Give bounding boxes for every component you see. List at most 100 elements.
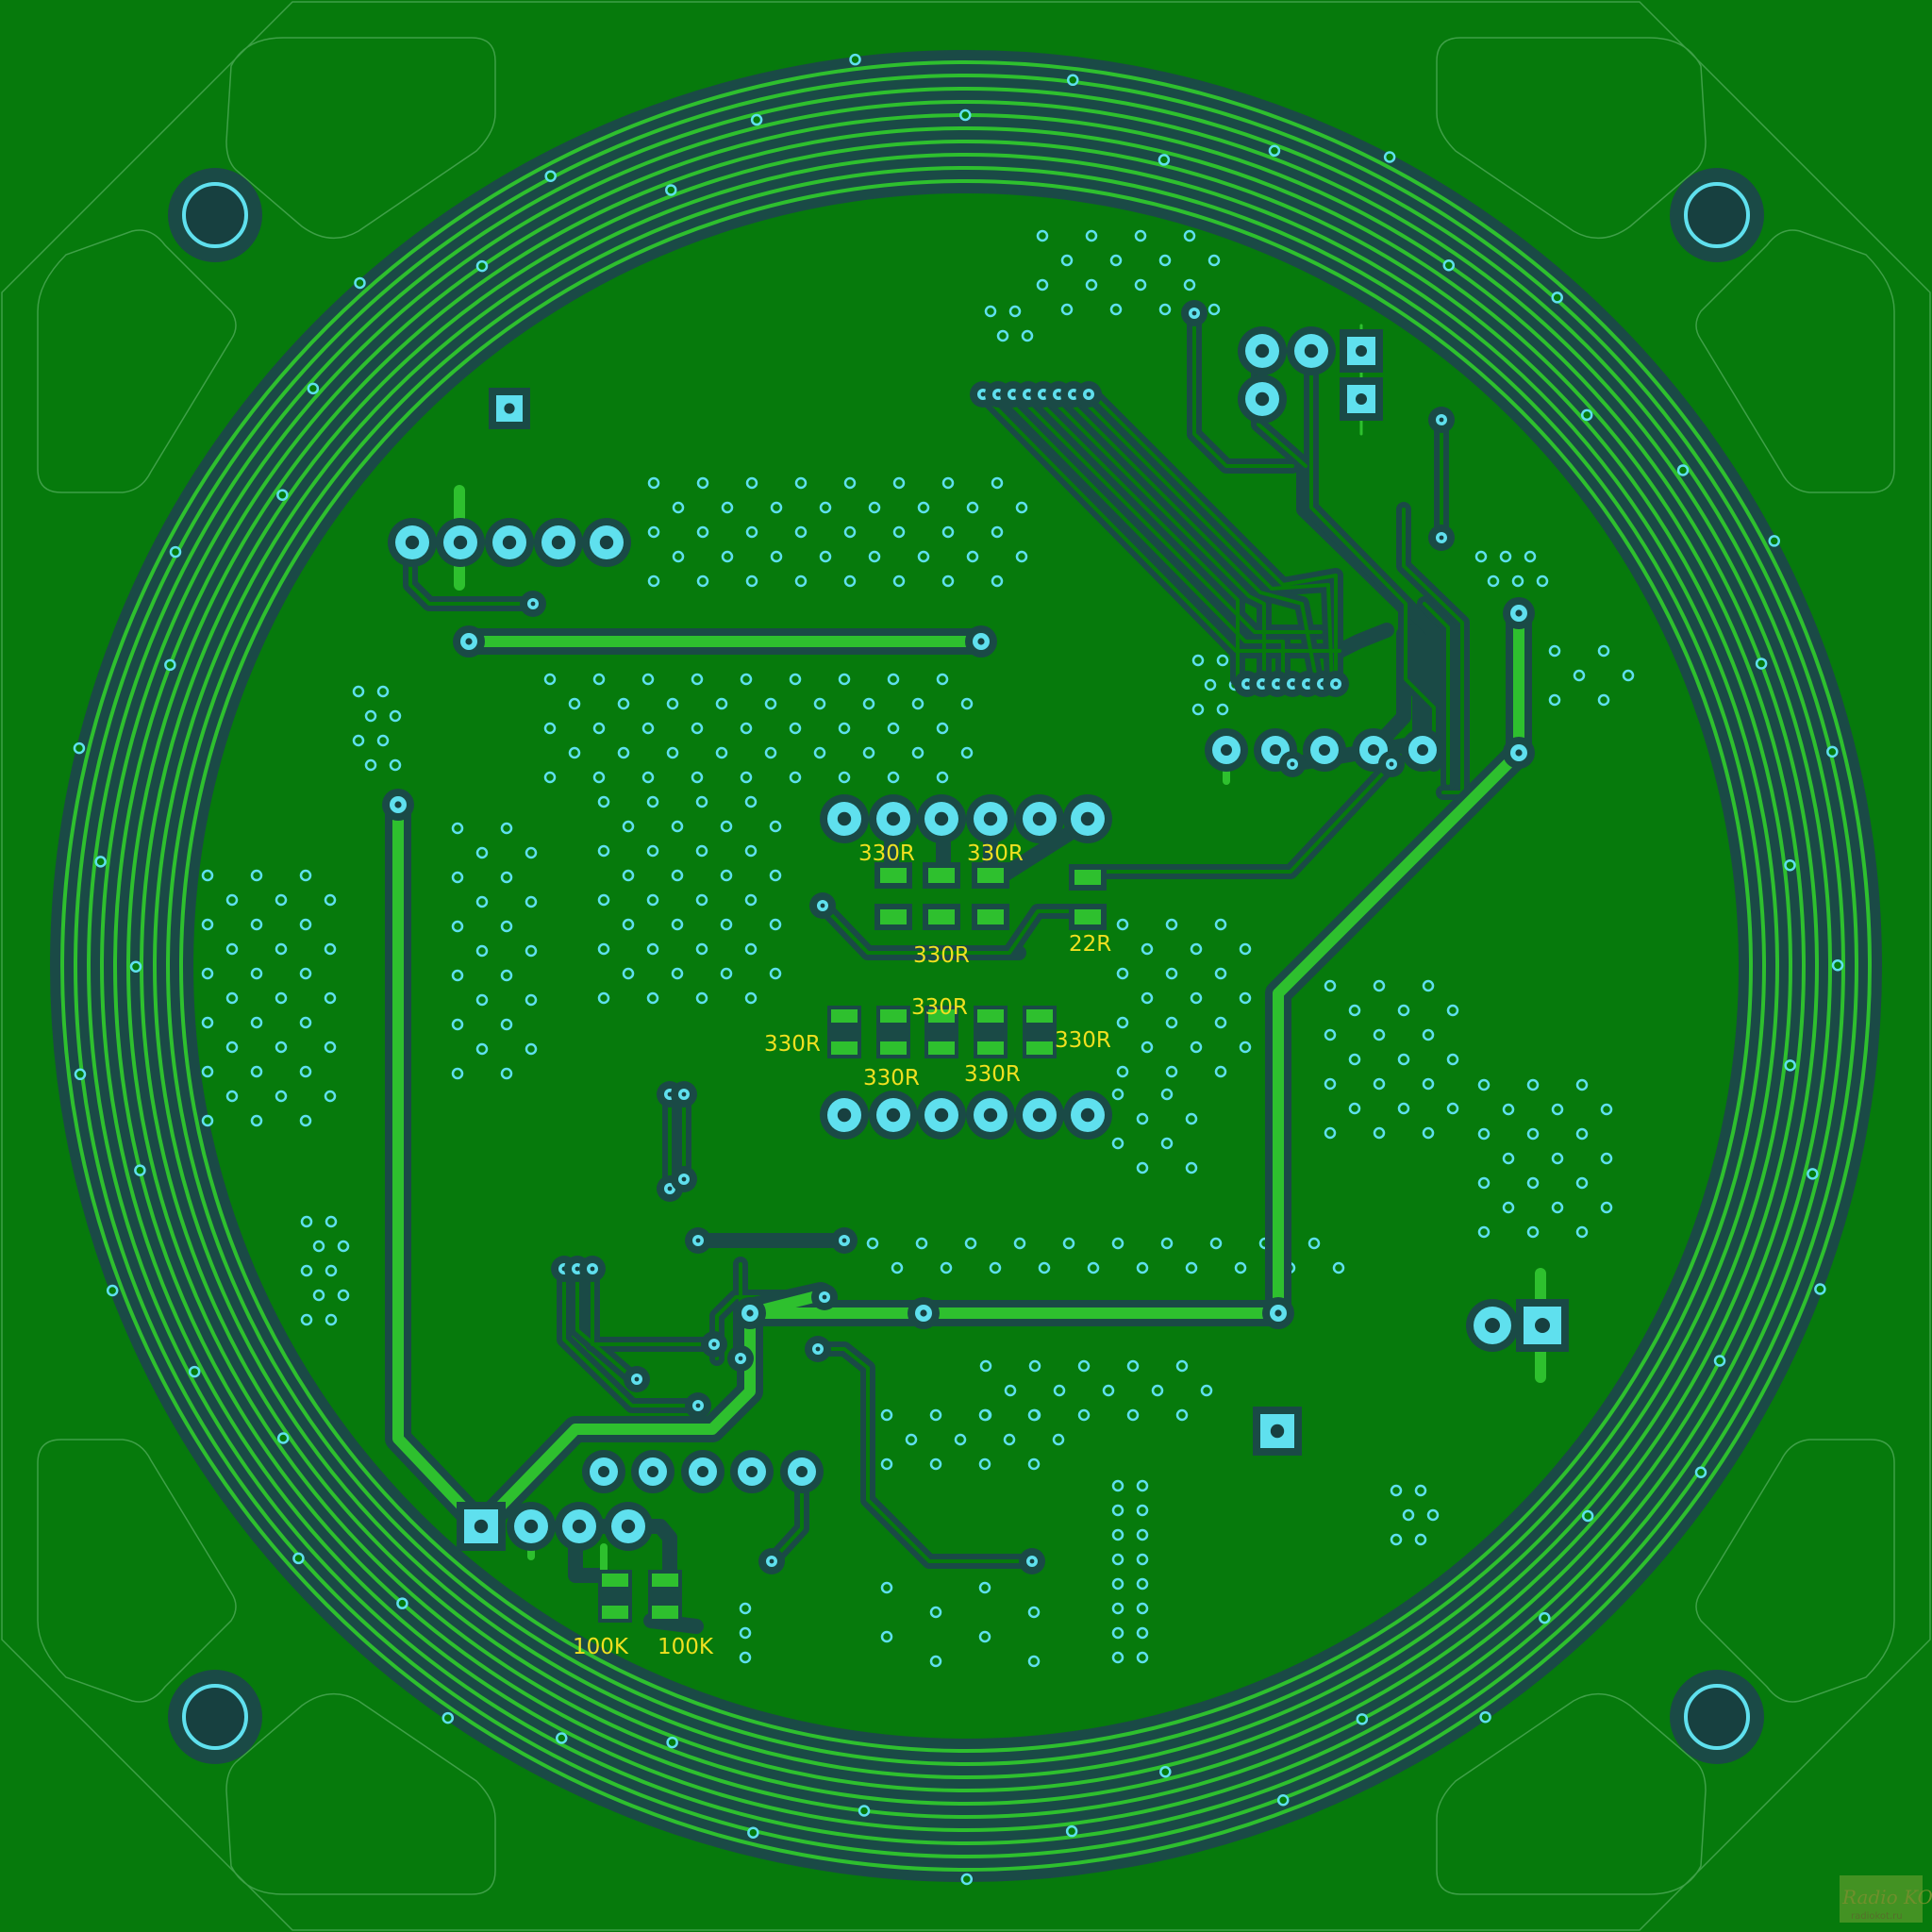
via (1575, 1176, 1589, 1190)
via (225, 893, 239, 907)
via (744, 991, 758, 1005)
via (917, 501, 930, 514)
via (1597, 644, 1610, 658)
via (695, 844, 708, 858)
via (666, 1736, 678, 1749)
via (324, 942, 337, 956)
via (1307, 1237, 1321, 1250)
via (646, 942, 659, 956)
via (225, 991, 239, 1005)
via (1446, 1004, 1459, 1017)
via (275, 1041, 288, 1054)
via (1027, 1408, 1041, 1422)
via (299, 1114, 312, 1127)
header-pin (917, 794, 966, 843)
via (389, 709, 402, 723)
via (1784, 1059, 1796, 1072)
via (1524, 550, 1537, 563)
coil-clearance-ring (50, 50, 1882, 1882)
via (525, 846, 538, 859)
via (672, 501, 685, 514)
via (641, 673, 655, 686)
via (325, 1264, 338, 1277)
via (1551, 1201, 1564, 1214)
power-via (734, 1297, 766, 1329)
via (134, 1164, 146, 1176)
via (1216, 703, 1229, 716)
via (691, 673, 704, 686)
via (250, 1114, 263, 1127)
via (1214, 967, 1227, 980)
via (1446, 1102, 1459, 1115)
via (819, 550, 832, 563)
via (1676, 464, 1690, 476)
resistor (876, 1006, 910, 1058)
via (1111, 1528, 1124, 1541)
via (1234, 1261, 1247, 1274)
power-traces (385, 600, 1532, 1540)
power-via (908, 1297, 940, 1329)
via (1526, 1078, 1540, 1091)
via (862, 746, 875, 759)
via (1397, 1053, 1410, 1066)
via (843, 575, 857, 588)
power-via (1262, 1297, 1294, 1329)
via (745, 476, 758, 490)
resistor (972, 904, 1009, 930)
via (1502, 1103, 1515, 1116)
via (1185, 1261, 1198, 1274)
via (1111, 1602, 1124, 1615)
via (1499, 550, 1512, 563)
via (225, 1090, 239, 1103)
via (1027, 1457, 1041, 1471)
via (978, 1630, 991, 1643)
via (862, 697, 875, 710)
via (646, 795, 659, 808)
via (475, 1042, 489, 1056)
via (1477, 1176, 1491, 1190)
via (1021, 329, 1034, 342)
via (1200, 1384, 1213, 1397)
signal-via (624, 1366, 650, 1392)
via (1185, 1161, 1198, 1174)
via (276, 489, 289, 501)
header-pin (1303, 728, 1346, 772)
via (1390, 1484, 1403, 1497)
header-pin (730, 1450, 774, 1493)
resistor (924, 1006, 958, 1058)
via (1190, 1041, 1203, 1054)
via (940, 1261, 953, 1274)
via (1136, 1161, 1149, 1174)
watermark-site: radiokot.ru (1851, 1911, 1903, 1922)
via (1062, 1237, 1075, 1250)
via (936, 673, 949, 686)
header-pin (1205, 728, 1248, 772)
via (929, 1457, 942, 1471)
via (1580, 408, 1593, 422)
via (250, 1016, 263, 1029)
via (1066, 74, 1079, 87)
header-pin (1401, 728, 1444, 772)
via (915, 1237, 928, 1250)
via (543, 722, 557, 735)
via (1239, 991, 1252, 1005)
header-pin (820, 794, 869, 843)
via (201, 967, 214, 980)
header-pin (917, 1091, 966, 1140)
via (789, 722, 802, 735)
via (1814, 1283, 1826, 1295)
via (1183, 278, 1196, 291)
via (954, 1433, 967, 1446)
via (1060, 254, 1074, 267)
via (1526, 1225, 1540, 1239)
via (500, 1067, 513, 1080)
via (1111, 1553, 1124, 1566)
via (1422, 979, 1435, 992)
header-pin (388, 518, 437, 567)
via (647, 525, 660, 539)
via (543, 771, 557, 784)
label-330r: 330R (913, 943, 970, 968)
coil-turn (166, 166, 1766, 1766)
via (929, 1408, 942, 1422)
via (1831, 958, 1844, 972)
